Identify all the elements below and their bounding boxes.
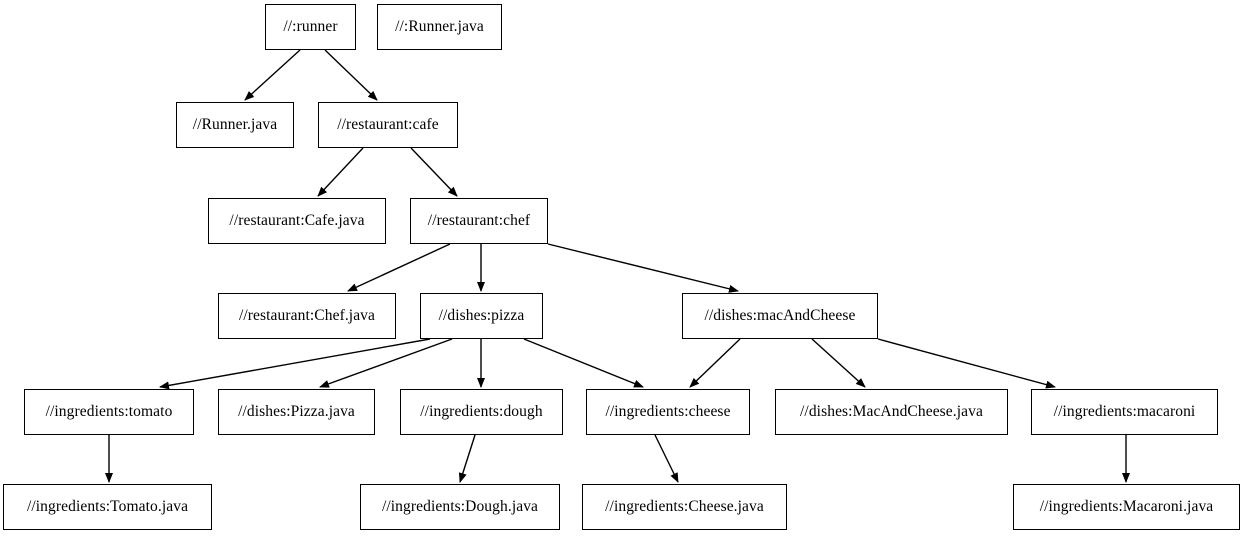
- graph-node-dishes-pizza[interactable]: //dishes:pizza: [420, 293, 543, 339]
- graph-node-restaurant-chef-java[interactable]: //restaurant:Chef.java: [218, 293, 396, 339]
- node-label: //dishes:pizza: [438, 307, 525, 325]
- graph-node-macaroni-java[interactable]: //ingredients:Macaroni.java: [1013, 484, 1240, 530]
- graph-edge-dishes-pizza-to-ingredients-tomato: [159, 338, 431, 390]
- node-label: //Runner.java: [192, 116, 278, 134]
- graph-edge-runner-target-to-restaurant-cafe: [324, 49, 378, 101]
- graph-node-runner-java-root[interactable]: //:Runner.java: [377, 4, 502, 50]
- graph-edge-dishes-pizza-to-ingredients-cheese: [523, 338, 644, 388]
- graph-node-dishes-mac-java[interactable]: //dishes:MacAndCheese.java: [775, 389, 1008, 435]
- graph-node-dough-java[interactable]: //ingredients:Dough.java: [360, 484, 560, 530]
- graph-edge-restaurant-cafe-to-restaurant-cafe-java: [317, 147, 364, 197]
- graph-edge-ingredients-dough-to-dough-java: [458, 434, 476, 483]
- graph-node-ingredients-macaroni[interactable]: //ingredients:macaroni: [1031, 389, 1218, 435]
- node-label: //dishes:Pizza.java: [238, 403, 355, 421]
- graph-node-restaurant-cafe-java[interactable]: //restaurant:Cafe.java: [208, 198, 386, 244]
- graph-edge-restaurant-cafe-to-restaurant-chef: [410, 147, 458, 197]
- graph-edge-dishes-macandcheese-to-ingredients-macaroni: [877, 338, 1056, 389]
- node-label: //ingredients:tomato: [45, 403, 173, 421]
- node-label: //:Runner.java: [395, 18, 484, 36]
- node-label: //ingredients:Tomato.java: [26, 498, 189, 516]
- node-label: //ingredients:Dough.java: [381, 498, 539, 516]
- graph-node-restaurant-cafe[interactable]: //restaurant:cafe: [318, 102, 458, 148]
- node-label: //:runner: [283, 18, 338, 36]
- graph-node-runner-target[interactable]: //:runner: [265, 4, 356, 50]
- graph-edge-dishes-pizza-to-dishes-pizza-java: [319, 338, 453, 388]
- graph-edge-dishes-macandcheese-to-ingredients-cheese: [689, 338, 741, 388]
- graph-node-ingredients-dough[interactable]: //ingredients:dough: [400, 389, 563, 435]
- graph-node-cheese-java[interactable]: //ingredients:Cheese.java: [582, 484, 787, 530]
- graph-edge-restaurant-chef-to-dishes-macandcheese: [547, 243, 739, 293]
- node-label: //restaurant:cafe: [337, 116, 439, 134]
- node-label: //dishes:MacAndCheese.java: [800, 403, 983, 421]
- graph-node-ingredients-cheese[interactable]: //ingredients:cheese: [586, 389, 750, 435]
- node-label: //ingredients:macaroni: [1053, 403, 1196, 421]
- graph-edge-runner-target-to-runner-java: [244, 49, 301, 101]
- node-label: //restaurant:Chef.java: [238, 307, 376, 325]
- node-label: //restaurant:chef: [427, 212, 531, 230]
- node-label: //ingredients:Macaroni.java: [1039, 498, 1214, 516]
- graph-edge-restaurant-chef-to-restaurant-chef-java: [347, 243, 451, 292]
- node-label: //dishes:macAndCheese: [704, 307, 856, 325]
- graph-edge-dishes-macandcheese-to-dishes-mac-java: [811, 338, 866, 388]
- node-label: //ingredients:cheese: [605, 403, 731, 421]
- graph-node-ingredients-tomato[interactable]: //ingredients:tomato: [24, 389, 194, 435]
- graph-node-tomato-java[interactable]: //ingredients:Tomato.java: [3, 484, 212, 530]
- graph-node-restaurant-chef[interactable]: //restaurant:chef: [410, 198, 548, 244]
- node-label: //ingredients:Cheese.java: [605, 498, 764, 516]
- node-label: //restaurant:Cafe.java: [229, 212, 365, 230]
- graph-node-runner-java[interactable]: //Runner.java: [176, 102, 294, 148]
- graph-edge-ingredients-cheese-to-cheese-java: [654, 434, 679, 483]
- node-label: //ingredients:dough: [420, 403, 543, 421]
- graph-node-dishes-macandcheese[interactable]: //dishes:macAndCheese: [682, 293, 878, 339]
- graph-node-dishes-pizza-java[interactable]: //dishes:Pizza.java: [218, 389, 375, 435]
